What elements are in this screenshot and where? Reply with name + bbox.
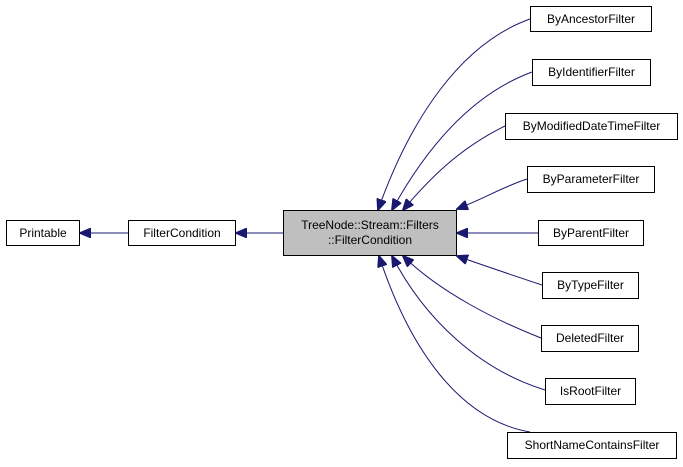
edge-byidentifierfilter-to-focus: [392, 71, 533, 210]
node-by-parent-filter[interactable]: ByParentFilter: [538, 220, 644, 246]
node-filter-condition[interactable]: FilterCondition: [128, 220, 236, 246]
node-label: Printable: [19, 225, 67, 240]
node-short-name-contains-filter[interactable]: ShortNameContainsFilter: [507, 432, 677, 459]
node-label: ByTypeFilter: [557, 278, 624, 292]
node-treenode-stream-filters-filtercondition[interactable]: TreeNode::Stream::Filters ::FilterCondit…: [283, 210, 457, 256]
edge-bymodifieddatetimefilter-to-focus: [403, 125, 506, 210]
node-is-root-filter[interactable]: IsRootFilter: [545, 378, 636, 405]
node-label: ShortNameContainsFilter: [524, 438, 660, 452]
node-deleted-filter[interactable]: DeletedFilter: [541, 325, 639, 352]
node-label: ByParameterFilter: [542, 172, 640, 186]
node-by-parameter-filter[interactable]: ByParameterFilter: [527, 166, 655, 193]
node-printable[interactable]: Printable: [6, 220, 80, 246]
node-by-modified-date-time-filter[interactable]: ByModifiedDateTimeFilter: [505, 113, 678, 140]
node-label: ByIdentifierFilter: [548, 65, 635, 79]
node-by-ancestor-filter[interactable]: ByAncestorFilter: [530, 6, 652, 32]
node-label-line2: ::FilterCondition: [327, 233, 413, 247]
node-label: ByModifiedDateTimeFilter: [522, 119, 661, 133]
node-label: FilterCondition: [143, 225, 221, 240]
node-label: IsRootFilter: [559, 384, 622, 398]
node-label: DeletedFilter: [555, 331, 625, 345]
node-label-line1: TreeNode::Stream::Filters: [301, 218, 439, 232]
edge-byancestorfilter-to-focus: [378, 18, 531, 210]
edge-isrootfilter-to-focus: [392, 256, 546, 391]
node-label: ByParentFilter: [552, 225, 630, 240]
edge-bytypefilter-to-focus: [457, 256, 543, 286]
edge-deletedfilter-to-focus: [403, 256, 542, 339]
node-by-identifier-filter[interactable]: ByIdentifierFilter: [532, 59, 651, 86]
node-label: ByAncestorFilter: [546, 11, 636, 26]
edge-byparameterfilter-to-focus: [457, 178, 528, 209]
node-by-type-filter[interactable]: ByTypeFilter: [542, 272, 639, 299]
edge-shortnamecontainsfilter-to-focus: [379, 256, 531, 433]
